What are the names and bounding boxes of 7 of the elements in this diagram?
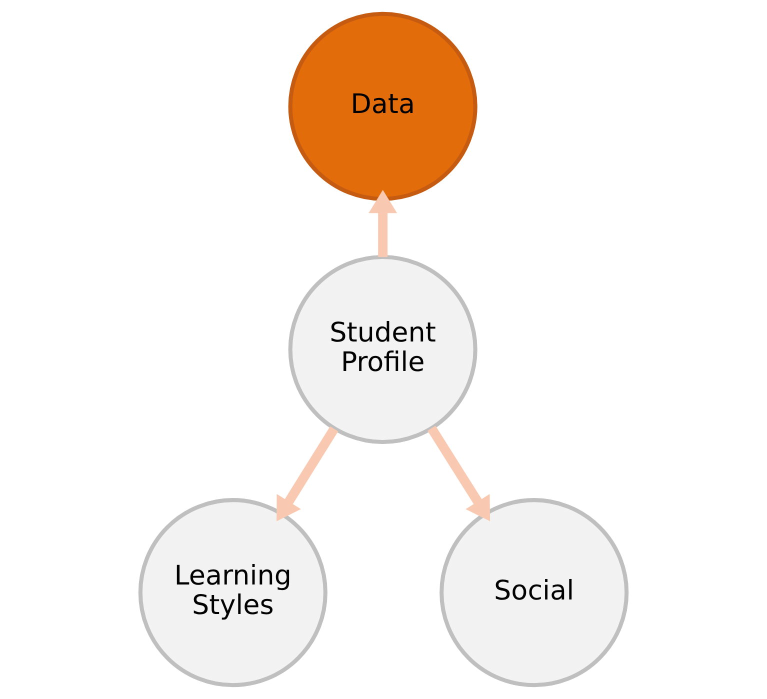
arrow <box>276 426 338 522</box>
arrow <box>428 426 490 522</box>
node-circle: Student Profile <box>288 254 478 444</box>
node-circle: Social <box>440 498 629 688</box>
node-circle: Learning Styles <box>138 498 328 688</box>
arrow <box>368 190 398 257</box>
node-circle: Data <box>288 12 478 201</box>
